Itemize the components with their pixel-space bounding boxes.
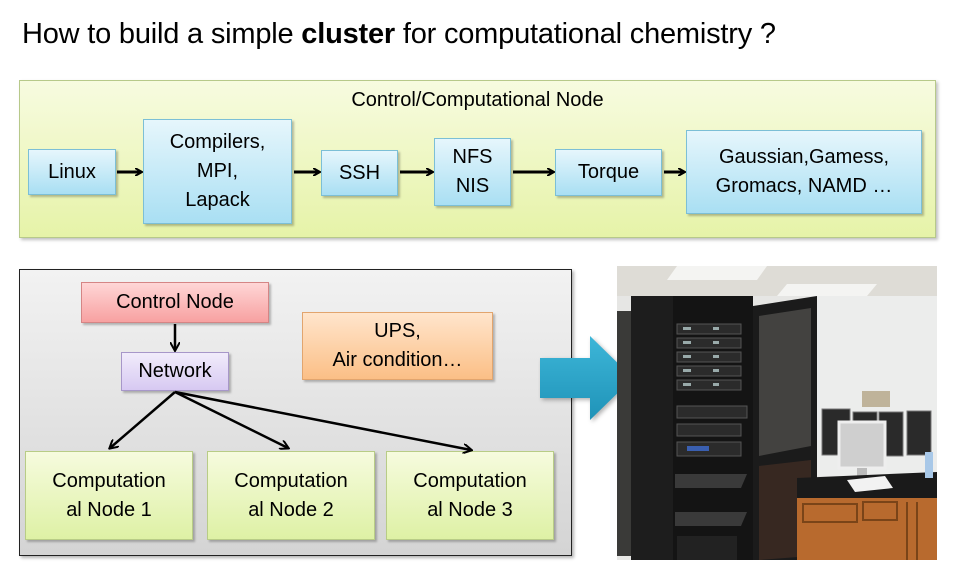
step-nfs-nis: NFS NIS — [434, 138, 511, 206]
compute-node-label: Computation — [234, 469, 348, 492]
step-applications-line: Gromacs, NAMD … — [715, 175, 893, 197]
step-ssh-text: SSH — [338, 161, 381, 184]
step-linux-text: Linux — [48, 160, 96, 183]
infrastructure-box: UPS, Air condition… — [302, 312, 493, 380]
software-stack-label: Control/Computational Node — [351, 89, 604, 111]
title-suffix: for computational chemistry ? — [395, 18, 776, 50]
compute-node-label: Computation — [413, 469, 527, 492]
slide-title: How to build a simple cluster for comput… — [22, 18, 776, 51]
arrow-network-to-node1 — [110, 391, 176, 448]
hardware-panel: Control Node Network UPS, Air condition…… — [19, 269, 572, 556]
step-compilers-line: Compilers, — [169, 131, 266, 153]
compute-node-label: Computation — [52, 469, 166, 492]
network-node: Network — [121, 352, 229, 391]
compute-node-1: Computation al Node 1 — [25, 451, 193, 540]
step-compilers-line: MPI, — [196, 160, 239, 182]
control-node: Control Node — [81, 282, 269, 323]
step-nfs-nis-line: NFS — [452, 146, 493, 168]
step-linux: Linux — [28, 149, 116, 195]
server-rack-photo — [617, 266, 937, 560]
software-stack-panel: Control/Computational Node Linux Compile… — [19, 80, 936, 238]
step-applications-line: Gaussian,Gamess, — [718, 146, 890, 168]
compute-node-label: al Node 2 — [248, 498, 334, 521]
big-arrow-icon — [540, 336, 633, 420]
title-emphasis: cluster — [301, 18, 395, 50]
step-torque: Torque — [555, 149, 662, 196]
network-label: Network — [138, 360, 212, 382]
infrastructure-line: UPS, — [374, 320, 421, 342]
control-node-label: Control Node — [116, 291, 234, 313]
step-ssh: SSH — [321, 150, 398, 196]
step-compilers-line: Lapack — [185, 189, 250, 211]
title-prefix: How to build a simple — [22, 18, 302, 50]
compute-node-2: Computation al Node 2 — [207, 451, 375, 540]
step-compilers: Compilers, MPI, Lapack — [143, 119, 292, 224]
arrow-network-to-node3 — [174, 390, 471, 450]
step-applications: Gaussian,Gamess, Gromacs, NAMD … — [686, 130, 922, 214]
server-room-illustration — [617, 266, 937, 560]
arrow-network-to-node2 — [174, 390, 288, 448]
step-nfs-nis-line: NIS — [455, 175, 490, 197]
step-torque-text: Torque — [577, 161, 640, 183]
compute-node-label: al Node 1 — [66, 498, 152, 521]
infrastructure-line: Air condition… — [332, 349, 463, 371]
compute-node-3: Computation al Node 3 — [386, 451, 554, 540]
compute-node-label: al Node 3 — [427, 498, 513, 521]
